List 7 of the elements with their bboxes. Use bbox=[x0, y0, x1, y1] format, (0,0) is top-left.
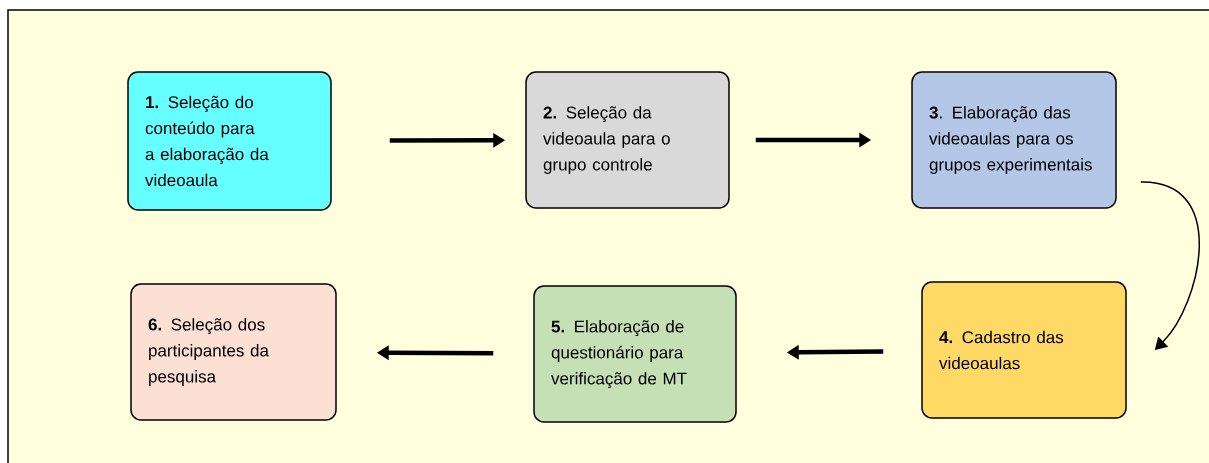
step-box: 2. Seleção da videoaula para o grupo controle bbox=[525, 71, 730, 209]
step-box: 6. Seleção dos participantes da pesquisa bbox=[130, 283, 337, 421]
step-box: 5. Elaboração de questionário para verificação de MT bbox=[533, 285, 737, 423]
step-box: 4. Cadastro das videoaulas bbox=[921, 281, 1127, 419]
step-box: 3. Elaboração das videoaulas para os grupos experimentais bbox=[911, 71, 1117, 209]
step-box: 1. Seleção do conteúdo para a elaboração da videoaula bbox=[127, 71, 332, 211]
arrow bbox=[1140, 181, 1200, 350]
